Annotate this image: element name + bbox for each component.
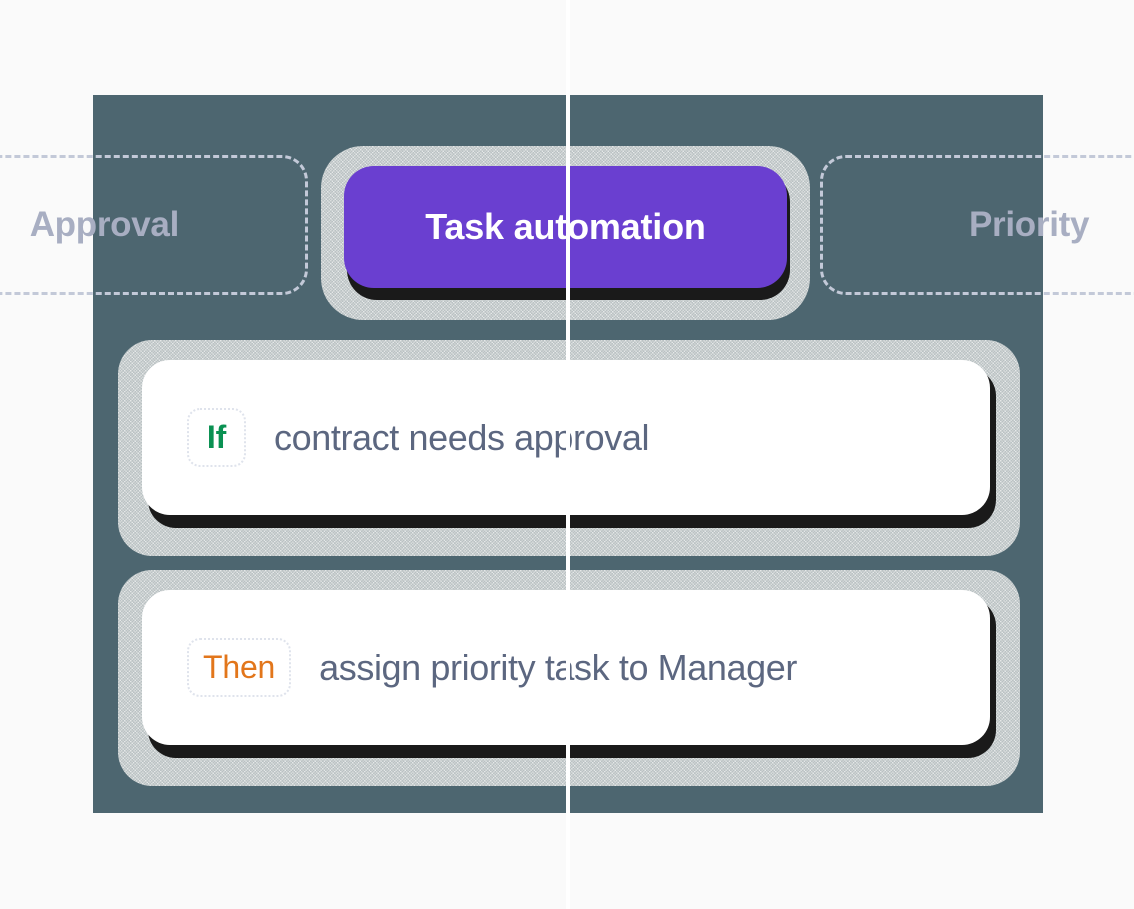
rule-if-text: contract needs approval (274, 416, 650, 458)
ghost-pill-approval-label: Approval (29, 205, 180, 244)
condition-badge-then[interactable]: Then (187, 638, 292, 697)
rule-card-if[interactable]: If contract needs approval (142, 360, 990, 515)
ghost-pill-approval[interactable]: Approval (0, 155, 308, 295)
task-automation-button-label: Task automation (425, 206, 706, 247)
condition-badge-if-label: If (206, 419, 227, 455)
condition-badge-then-label: Then (203, 649, 276, 685)
rule-then-text: assign priority task to Manager (319, 646, 797, 688)
task-automation-button[interactable]: Task automation (344, 166, 787, 288)
ghost-pill-priority-label: Priority (969, 205, 1090, 244)
ghost-pill-priority[interactable]: Priority (820, 155, 1134, 295)
condition-badge-if[interactable]: If (187, 408, 246, 467)
rule-card-then[interactable]: Then assign priority task to Manager (142, 590, 990, 745)
